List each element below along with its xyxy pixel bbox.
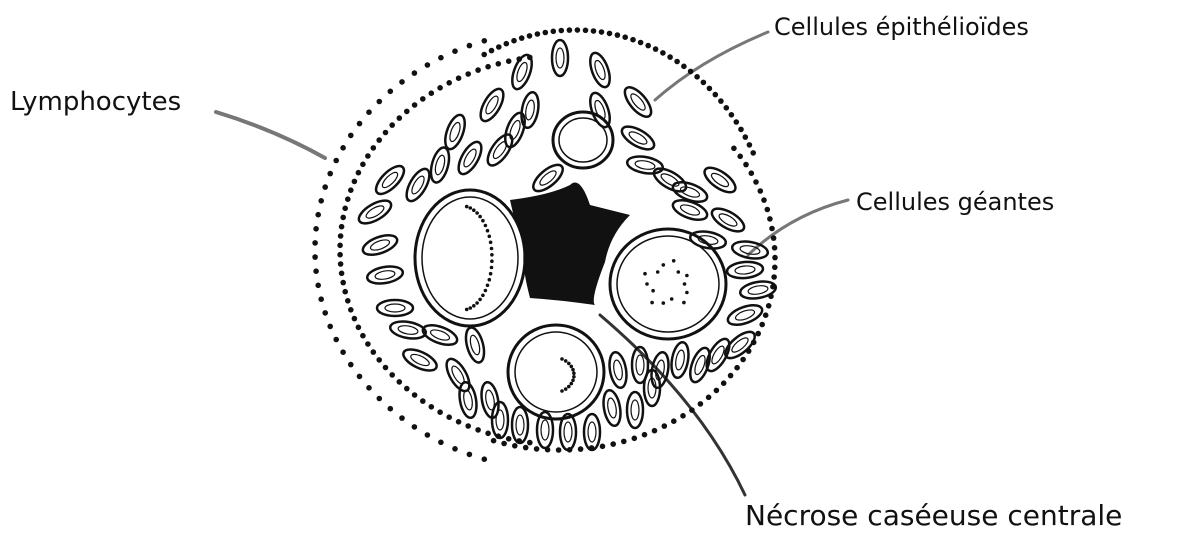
- giant-cell-bottom: [508, 325, 604, 419]
- giant-cell-right: [610, 229, 726, 339]
- epithelioid-round-cell: [553, 112, 613, 168]
- giant-cell-left: [415, 190, 525, 326]
- leader-lymphocytes: [216, 112, 325, 158]
- label-epithelioid-cells: Cellules épithélioïdes: [774, 15, 1029, 39]
- leader-necrosis: [600, 315, 745, 495]
- label-giant-cells: Cellules géantes: [856, 190, 1054, 214]
- label-caseous-necrosis: Nécrose caséeuse centrale: [745, 502, 1122, 530]
- label-lymphocytes: Lymphocytes: [10, 89, 181, 115]
- caseous-necrosis: [510, 183, 630, 306]
